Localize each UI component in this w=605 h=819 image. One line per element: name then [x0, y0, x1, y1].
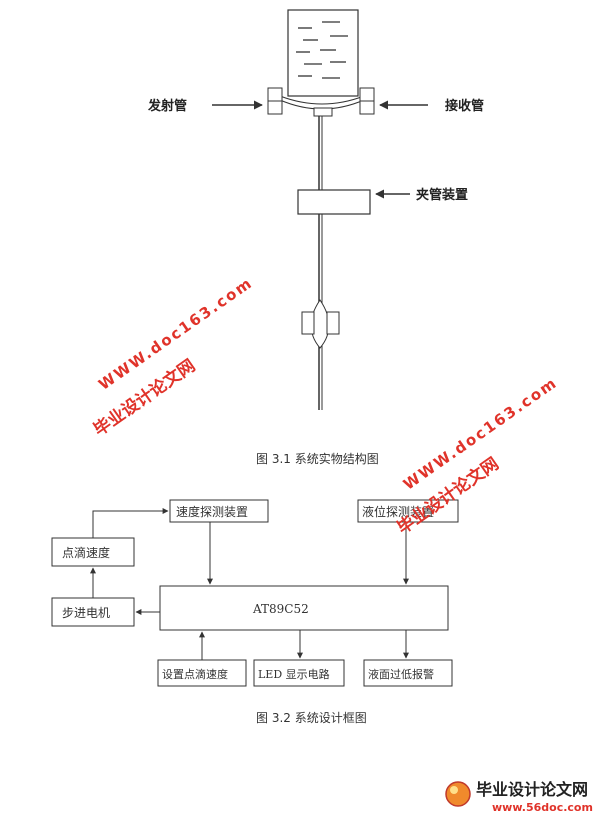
text-stepper: 步进电机	[62, 606, 110, 620]
watermark-right: WWW.doc163.com 毕业设计论文网	[393, 373, 561, 538]
level-sensor-left	[301, 311, 315, 335]
box-led	[253, 659, 345, 687]
text-led: LED 显示电路	[258, 668, 330, 681]
watermark-left: WWW.doc163.com 毕业设计论文网	[90, 274, 257, 441]
figure2-connectors	[90, 508, 409, 660]
clamp-device	[297, 189, 371, 215]
figure2-block-diagram	[51, 499, 459, 687]
box-alarm	[363, 659, 453, 687]
caption-figure2: 图 3.2 系统设计框图	[256, 711, 367, 725]
label-emitter: 发射管	[147, 98, 187, 114]
drip-chamber	[279, 95, 365, 110]
liquid-lines	[296, 21, 348, 79]
arrow-drip-to-speed	[92, 508, 169, 538]
box-speed-detect	[169, 499, 269, 523]
text-level-detect: 液位探测装置	[362, 504, 434, 519]
box-mcu	[159, 585, 449, 631]
box-set-speed	[157, 659, 247, 687]
text-mcu: AT89C52	[252, 602, 309, 616]
text-set-speed: 设置点滴速度	[162, 667, 228, 681]
figure2-labels: 速度探测装置 液位探测装置 点滴速度 步进电机 AT89C52 设置点滴速度 L…	[62, 504, 434, 725]
box-stepper	[51, 597, 135, 627]
caption-figure1: 图 3.1 系统实物结构图	[256, 451, 379, 466]
label-receiver: 接收管	[445, 98, 484, 114]
label-clamp: 夹管装置	[416, 187, 468, 203]
figure1-structure: 发射管 接收管 夹管装置 图 3.1 系统实物结构图	[147, 9, 484, 466]
text-speed-detect: 速度探测装置	[176, 504, 248, 519]
watermark-left-name: 毕业设计论文网	[90, 355, 200, 440]
box-level-detect	[357, 499, 459, 523]
drip-bottle	[287, 9, 359, 97]
box-drip-speed	[51, 537, 135, 567]
chamber-outlet	[313, 107, 333, 117]
logo-icon	[445, 781, 471, 807]
footer-logo-name: 毕业设计论文网	[476, 780, 588, 799]
level-sensor-right	[326, 311, 340, 335]
footer-logo-url: www.56doc.com	[492, 801, 593, 814]
text-alarm: 液面过低报警	[368, 667, 434, 681]
footer-logo: 毕业设计论文网 www.56doc.com	[445, 780, 593, 814]
text-drip-speed: 点滴速度	[62, 545, 110, 560]
